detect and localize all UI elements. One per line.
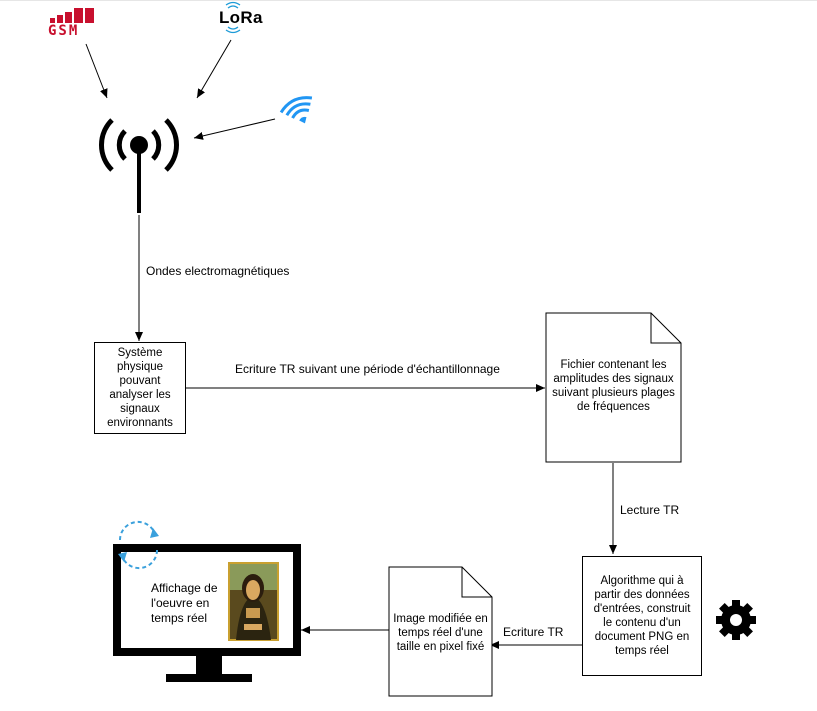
- wifi-arrow: [193, 118, 276, 140]
- system-text: Système physique pouvant analyser les si…: [107, 347, 173, 429]
- lora-arrow: [196, 39, 232, 99]
- wifi-icon: [279, 96, 313, 124]
- file-node-text: Fichier contenant les amplitudes des sig…: [552, 359, 675, 413]
- gsm-logo-icon: [48, 8, 98, 36]
- gear-icon: [716, 600, 756, 640]
- antenna-icon: [99, 118, 179, 213]
- lora-logo: LoRa: [219, 8, 263, 27]
- gsm-arrow: [85, 43, 108, 99]
- file-document-shape: [545, 312, 682, 463]
- display-text: Affichage de l'oeuvre en temps réel: [151, 581, 218, 625]
- write2-label: Ecriture TR: [503, 625, 564, 639]
- top-border: [0, 0, 817, 1]
- algorithm-node: Algorithme qui à partir des données d'en…: [582, 556, 702, 676]
- write-label: Ecriture TR suivant une période d'échant…: [235, 362, 500, 376]
- algorithm-text: Algorithme qui à partir des données d'en…: [593, 575, 691, 657]
- waves-label: Ondes electromagnétiques: [146, 264, 290, 278]
- refresh-icon: [118, 520, 159, 570]
- mona-lisa-thumbnail: [228, 562, 279, 641]
- lora-waves-icon: [225, 1, 241, 34]
- read-label: Lecture TR: [620, 503, 680, 517]
- system-node: Système physique pouvant analyser les si…: [94, 342, 186, 434]
- image-node-text: Image modifiée en temps réel d'une taill…: [393, 613, 488, 653]
- image-document-shape: [388, 566, 493, 697]
